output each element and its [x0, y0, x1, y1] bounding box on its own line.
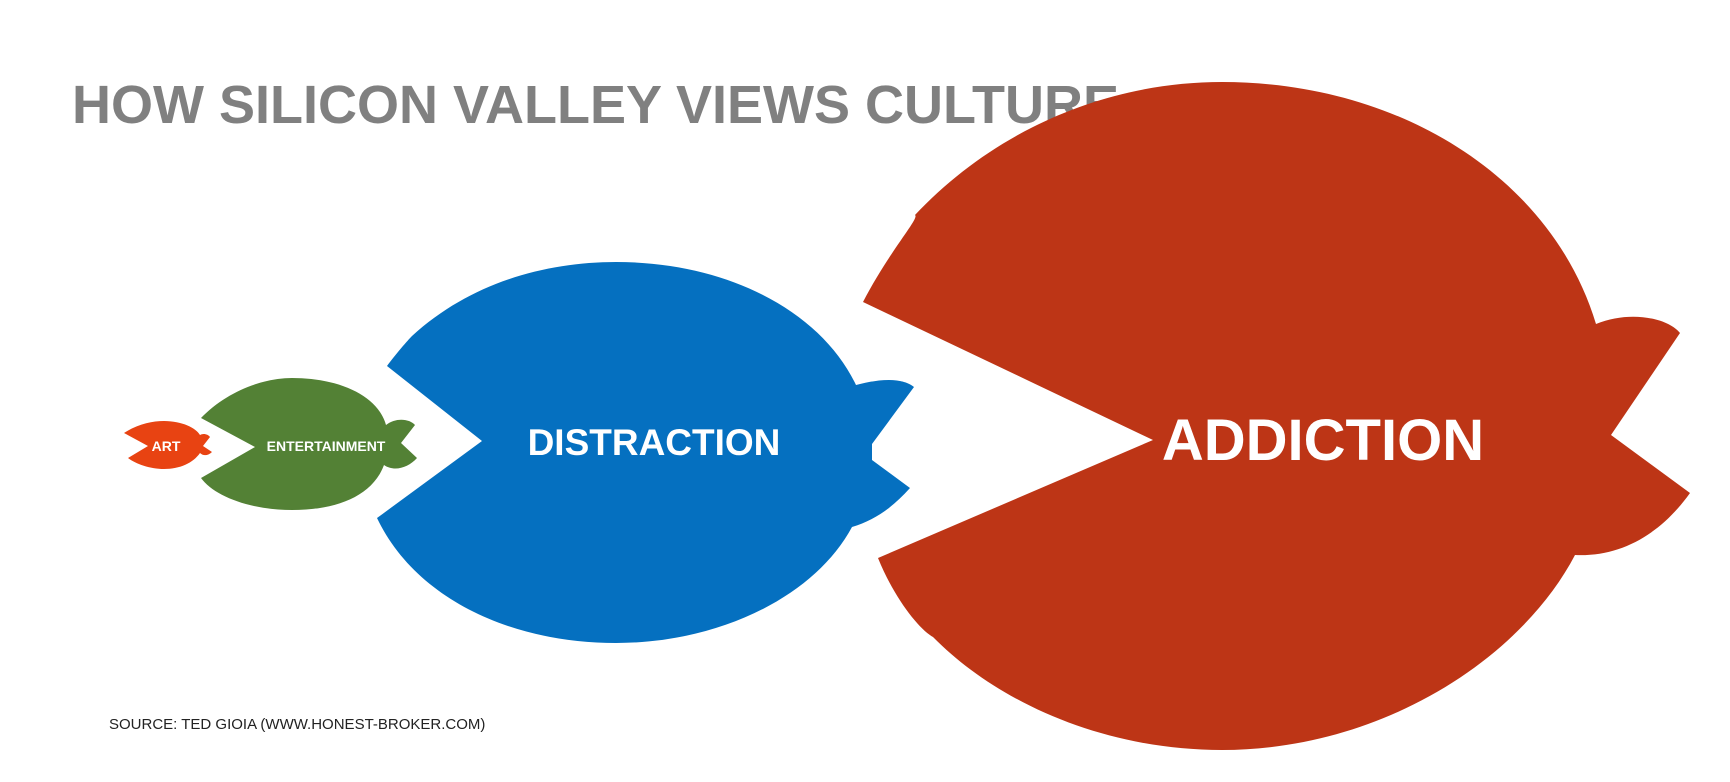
entertainment-fish: ENTERTAINMENT — [201, 378, 417, 510]
distraction-fish: DISTRACTION — [377, 262, 914, 643]
distraction-label: DISTRACTION — [528, 422, 781, 463]
diagram-title: HOW SILICON VALLEY VIEWS CULTURE — [72, 75, 1120, 135]
art-label: ART — [152, 438, 181, 454]
entertainment-label: ENTERTAINMENT — [267, 438, 386, 454]
addiction-fish-icon — [863, 82, 1690, 750]
addiction-fish: ADDICTION — [863, 82, 1690, 750]
source-credit: SOURCE: TED GIOIA (WWW.HONEST-BROKER.COM… — [109, 716, 486, 733]
distraction-fish-icon — [377, 262, 914, 643]
addiction-label: ADDICTION — [1162, 408, 1484, 473]
art-fish: ART — [124, 421, 212, 469]
entertainment-fish-icon — [201, 378, 417, 510]
art-fish-icon — [124, 421, 212, 469]
